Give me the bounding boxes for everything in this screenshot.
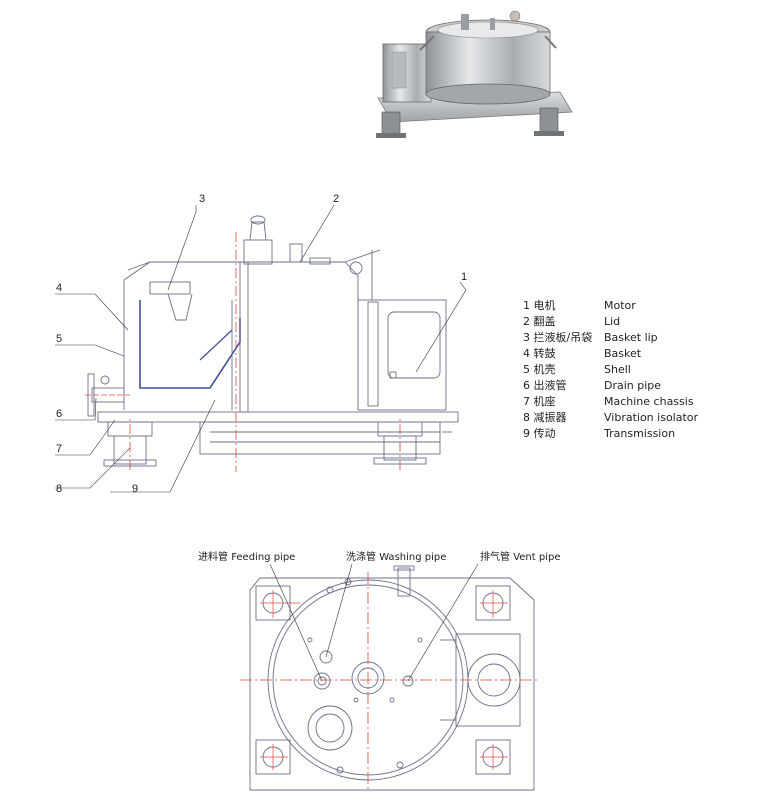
callout-5: 5 [56, 333, 62, 345]
motor-housing [357, 299, 447, 411]
leader-7 [55, 419, 116, 456]
svg-text:Basket: Basket [604, 347, 642, 360]
leader-9 [110, 399, 216, 493]
svg-text:1 电机: 1 电机 [523, 298, 556, 312]
svg-text:Drain pipe: Drain pipe [604, 379, 661, 392]
leader-2 [299, 204, 335, 263]
svg-text:4 转鼓: 4 转鼓 [523, 346, 556, 360]
legend-item-9: 9 传动 Transmission [523, 427, 675, 440]
basket-outline [139, 300, 241, 389]
section-callouts [55, 204, 467, 493]
legend-item-2: 2 翻盖 Lid [523, 314, 620, 328]
legend-item-7: 7 机座 Machine chassis [523, 394, 694, 408]
svg-text:Basket lip: Basket lip [604, 331, 658, 344]
legend-item-1: 1 电机 Motor [523, 298, 636, 312]
legend-item-4: 4 转鼓 Basket [523, 346, 642, 360]
section-callout-numbers: 3 2 1 4 5 6 7 8 9 [56, 193, 467, 495]
plan-view [240, 565, 540, 791]
svg-text:3 拦液板/吊袋: 3 拦液板/吊袋 [523, 330, 592, 344]
centrifuge-photo [376, 10, 573, 138]
washing-port [319, 650, 333, 664]
svg-text:2 翻盖: 2 翻盖 [523, 314, 556, 328]
svg-text:9 传动: 9 传动 [523, 427, 556, 440]
leader-5 [55, 344, 125, 357]
callout-3: 3 [199, 193, 205, 205]
plan-callout-labels: 进料管 Feeding pipe 洗涤管 Washing pipe 排气管 Ve… [198, 550, 560, 563]
svg-text:Motor: Motor [604, 299, 636, 312]
svg-text:Vibration isolator: Vibration isolator [604, 411, 699, 424]
lower-hatch [307, 705, 353, 751]
svg-text:Transmission: Transmission [603, 427, 675, 440]
svg-text:Shell: Shell [604, 363, 631, 376]
callout-7: 7 [56, 443, 62, 455]
leader-feeding-pipe [269, 563, 323, 682]
section-view [85, 215, 459, 472]
leader-4 [55, 293, 129, 331]
svg-text:Lid: Lid [604, 315, 620, 328]
feeding-port [313, 672, 331, 690]
plan-frame [249, 577, 535, 791]
leader-6 [55, 397, 97, 421]
label-feeding-pipe: 进料管 Feeding pipe [198, 550, 295, 563]
svg-text:Machine chassis: Machine chassis [604, 395, 694, 408]
callout-1: 1 [461, 271, 467, 283]
shell-outline [123, 261, 240, 410]
leader-washing-pipe [325, 563, 353, 658]
plan-callouts [269, 563, 479, 682]
machine-chassis [97, 411, 459, 423]
svg-text:5 机壳: 5 机壳 [523, 362, 556, 376]
vent-port [402, 675, 414, 687]
callout-8: 8 [56, 483, 62, 495]
legend-item-8: 8 减振器 Vibration isolator [523, 410, 699, 424]
legend-item-3: 3 拦液板/吊袋 Basket lip [523, 330, 658, 344]
callout-6: 6 [56, 408, 62, 420]
legend-item-5: 5 机壳 Shell [523, 362, 631, 376]
leader-3 [167, 205, 197, 291]
svg-text:7 机座: 7 机座 [523, 394, 556, 408]
leader-vent-pipe [407, 563, 479, 682]
legend: 1 电机 Motor 2 翻盖 Lid 3 拦液板/吊袋 Basket lip … [523, 298, 699, 440]
legend-item-6: 6 出液管 Drain pipe [523, 378, 661, 392]
callout-9: 9 [132, 483, 138, 495]
callout-2: 2 [333, 193, 339, 205]
drain-pipe [91, 387, 125, 403]
leader-8 [55, 447, 131, 489]
label-vent-pipe: 排气管 Vent pipe [480, 550, 560, 563]
svg-text:6 出液管: 6 出液管 [523, 378, 567, 392]
leader-1 [415, 281, 467, 373]
label-washing-pipe: 洗涤管 Washing pipe [346, 550, 446, 563]
svg-text:8 减振器: 8 减振器 [523, 410, 567, 424]
callout-4: 4 [56, 282, 62, 294]
